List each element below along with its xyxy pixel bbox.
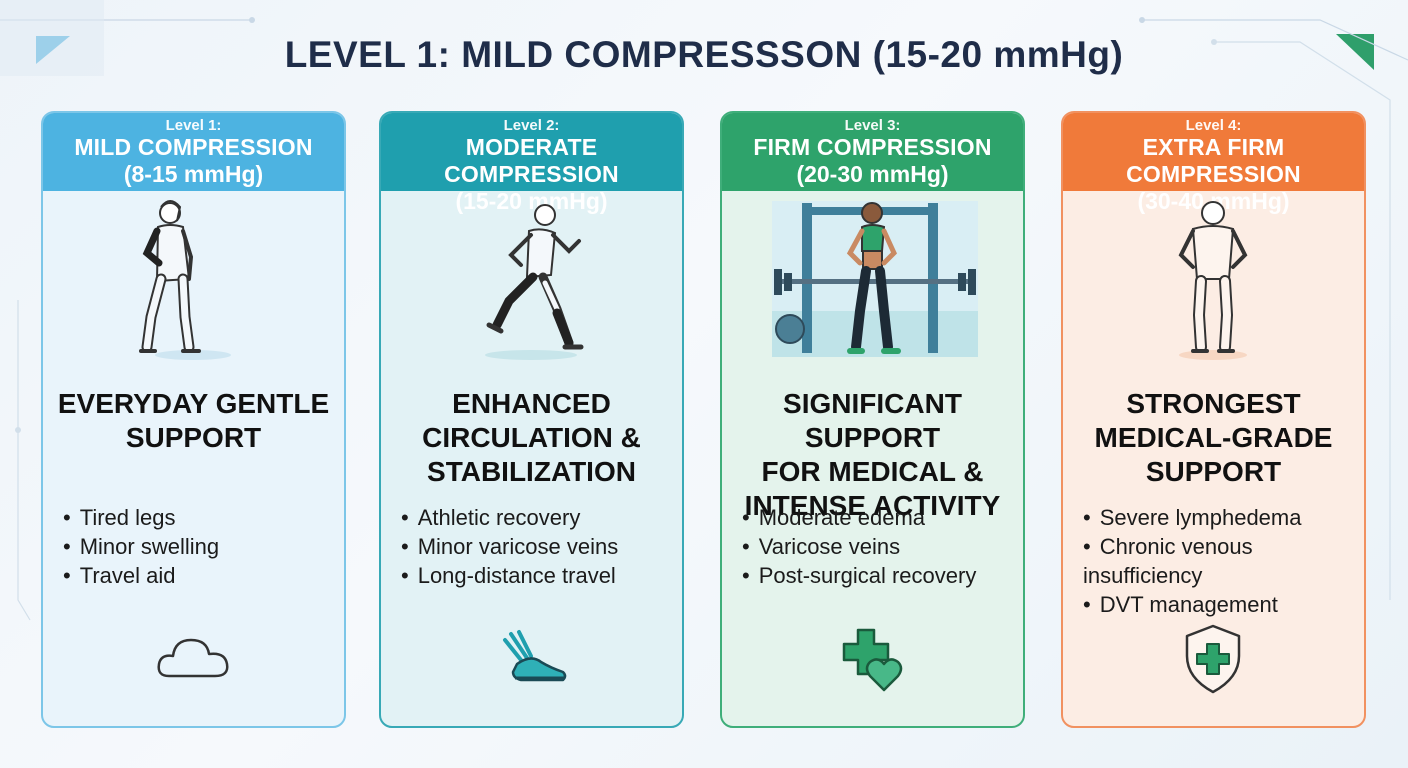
- list-item: Minor swelling: [63, 532, 219, 561]
- card-level-label: Level 2:: [503, 117, 560, 134]
- woman-standing-illustration: [139, 200, 231, 360]
- list-item: Chronic venous insufficiency: [1083, 532, 1364, 590]
- card-level-3: Level 3: FIRM COMPRESSION (20-30 mmHg) S…: [720, 111, 1025, 728]
- card-heading-line: SUPPORT: [125, 422, 262, 453]
- shield-cross-icon: [1185, 624, 1241, 694]
- card-level-label: Level 1:: [165, 117, 222, 134]
- card-header: Level 3: FIRM COMPRESSION (20-30 mmHg): [722, 113, 1023, 191]
- woman-gym-illustration: [772, 201, 978, 357]
- card-bullet-list: Moderate edema Varicose veins Post-surgi…: [742, 503, 977, 590]
- winged-shoe-icon: [503, 630, 567, 682]
- medical-cross-heart-icon: [842, 628, 903, 692]
- card-heading-line: ENHANCED: [452, 388, 611, 419]
- man-running-illustration: [485, 204, 584, 360]
- card-level-2: Level 2: MODERATE COMPRESSION (15-20 mmH…: [379, 111, 684, 728]
- card-pressure-range: (15-20 mmHg): [455, 188, 608, 214]
- card-header: Level 4: EXTRA FIRM COMPRESSION (30-40 m…: [1063, 113, 1364, 214]
- card-heading-line: EVERYDAY GENTLE: [57, 388, 330, 419]
- card-heading: EVERYDAY GENTLE SUPPORT: [49, 387, 338, 455]
- list-item: Long-distance travel: [401, 561, 618, 590]
- list-item: Severe lymphedema: [1083, 503, 1364, 532]
- list-item: Minor varicose veins: [401, 532, 619, 561]
- cloud-icon: [157, 638, 229, 678]
- card-heading-line: STRONGEST: [1126, 388, 1301, 419]
- card-compression-name: FIRM COMPRESSION: [753, 134, 992, 160]
- card-heading-line: CIRCULATION &: [422, 422, 641, 453]
- card-compression-name: MILD COMPRESSION: [74, 134, 313, 160]
- list-item: Post-surgical recovery: [742, 561, 977, 590]
- card-heading-line: FOR MEDICAL &: [761, 456, 984, 487]
- list-item: Athletic recovery: [401, 503, 618, 532]
- card-heading-line: SIGNIFICANT SUPPORT: [783, 388, 962, 453]
- list-item: Travel aid: [63, 561, 219, 590]
- card-level-1: Level 1: MILD COMPRESSION (8-15 mmHg) EV…: [41, 111, 346, 728]
- card-compression-name: MODERATE COMPRESSION: [444, 134, 619, 187]
- man-standing-illustration: [1178, 201, 1248, 360]
- card-level-label: Level 3:: [844, 117, 901, 134]
- card-compression-name: EXTRA FIRM COMPRESSION: [1126, 134, 1301, 187]
- page-title: LEVEL 1: MILD COMPRESSSON (15-20 mmHg): [284, 34, 1124, 75]
- card-heading-line: SUPPORT: [1145, 456, 1282, 487]
- list-item: Moderate edema: [742, 503, 976, 532]
- card-header: Level 2: MODERATE COMPRESSION (15-20 mmH…: [381, 113, 682, 214]
- card-heading: ENHANCED CIRCULATION & STABILIZATION: [387, 387, 676, 489]
- list-item: DVT management: [1083, 590, 1364, 619]
- card-bullet-list: Tired legs Minor swelling Travel aid: [63, 503, 219, 590]
- card-header: Level 1: MILD COMPRESSION (8-15 mmHg): [43, 113, 344, 191]
- card-bullet-list: Athletic recovery Minor varicose veins L…: [401, 503, 619, 590]
- card-level-label: Level 4:: [1185, 117, 1242, 134]
- card-level-4: Level 4: EXTRA FIRM COMPRESSION (30-40 m…: [1061, 111, 1366, 728]
- list-item: Tired legs: [63, 503, 219, 532]
- card-heading: STRONGEST MEDICAL-GRADE SUPPORT: [1069, 387, 1358, 489]
- card-heading-line: MEDICAL-GRADE: [1094, 422, 1333, 453]
- card-heading-line: STABILIZATION: [427, 456, 636, 487]
- list-item: Varicose veins: [742, 532, 976, 561]
- card-bullet-list: Severe lymphedema Chronic venous insuffi…: [1083, 503, 1364, 619]
- card-pressure-range: (20-30 mmHg): [796, 161, 949, 187]
- card-pressure-range: (8-15 mmHg): [123, 161, 264, 187]
